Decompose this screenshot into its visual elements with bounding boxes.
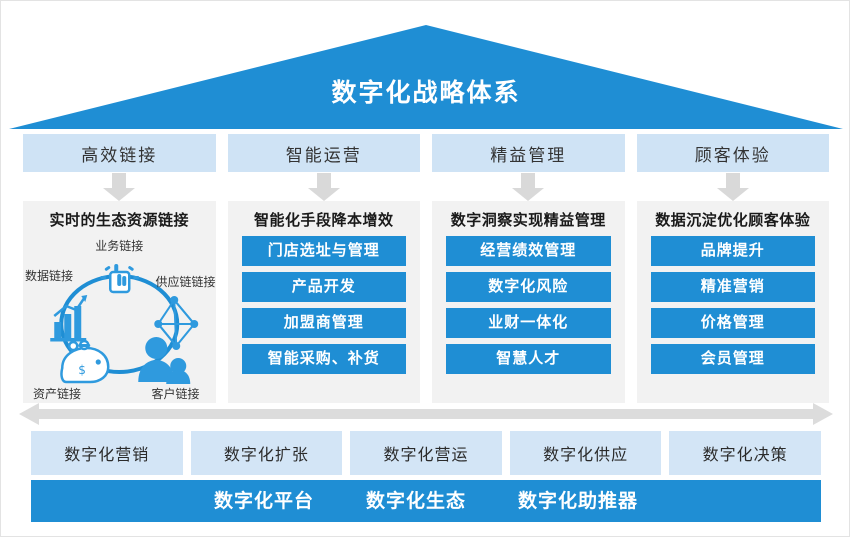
arrow-down-icon <box>716 173 749 201</box>
ecosystem-ring-graphic: $ <box>50 264 199 384</box>
pillar-header-label: 精益管理 <box>490 145 567 165</box>
capability-label: 数字化营销 <box>64 447 150 464</box>
eco-label-customer-connection: 客户链接 <box>151 387 200 401</box>
pillar-header-smart-operations[interactable]: 智能运营 <box>227 134 420 172</box>
foundation-bar: 数字化平台 数字化生态 数字化助推器 <box>31 480 821 522</box>
pillar-header-row: 高效链接 智能运营 精益管理 顾客体验 <box>23 134 829 172</box>
item-chip[interactable]: 经营绩效管理 <box>446 236 611 266</box>
arrow-cell <box>228 173 421 203</box>
double-headed-arrow <box>19 402 833 426</box>
item-chip[interactable]: 品牌提升 <box>650 236 815 266</box>
pillar-header-label: 高效链接 <box>81 145 158 165</box>
item-chip[interactable]: 智慧人才 <box>446 344 611 374</box>
hand-click-icon <box>100 264 140 294</box>
item-chip[interactable]: 智能采购、补货 <box>241 344 406 374</box>
capability-label: 数字化营运 <box>383 447 469 464</box>
capability-box-operations[interactable]: 数字化营运 <box>350 431 502 475</box>
eco-label-asset-connection: 资产链接 <box>33 387 82 401</box>
pillar-header-label: 顾客体验 <box>694 145 771 165</box>
roof-shape-icon <box>9 25 843 129</box>
item-list: 品牌提升 精准营销 价格管理 会员管理 <box>637 236 830 374</box>
capability-box-marketing[interactable]: 数字化营销 <box>31 431 183 475</box>
panel-lean-management: 数字洞察实现精益管理 经营绩效管理 数字化风险 业财一体化 智慧人才 <box>432 201 625 403</box>
panel-customer-experience: 数据沉淀优化顾客体验 品牌提升 精准营销 价格管理 会员管理 <box>636 201 830 403</box>
panel-title: 实时的生态资源链接 <box>49 212 189 229</box>
item-chip[interactable]: 会员管理 <box>650 344 815 374</box>
item-chip[interactable]: 产品开发 <box>241 272 406 302</box>
item-chip[interactable]: 价格管理 <box>650 308 815 338</box>
item-list: 经营绩效管理 数字化风险 业财一体化 智慧人才 <box>432 236 625 374</box>
panel-efficient-connection: 实时的生态资源链接 <box>23 201 216 403</box>
foundation-item-booster[interactable]: 数字化助推器 <box>518 490 639 512</box>
foundation-item-ecosystem[interactable]: 数字化生态 <box>365 490 466 512</box>
item-list: 门店选址与管理 产品开发 加盟商管理 智能采购、补货 <box>228 236 421 374</box>
panel-title: 数据沉淀优化顾客体验 <box>655 212 811 229</box>
item-chip[interactable]: 数字化风险 <box>446 272 611 302</box>
arrow-cell <box>23 173 216 203</box>
item-chip[interactable]: 加盟商管理 <box>241 308 406 338</box>
arrow-down-icon <box>307 173 340 201</box>
capability-box-expansion[interactable]: 数字化扩张 <box>190 431 343 475</box>
capability-label: 数字化供应 <box>543 447 629 464</box>
foundation-item-platform[interactable]: 数字化平台 <box>213 490 314 512</box>
roof-title: 数字化战略体系 <box>331 79 521 107</box>
capability-box-supply[interactable]: 数字化供应 <box>509 431 662 475</box>
bar-chart-growth-icon <box>50 295 88 342</box>
piggy-bank-icon: $ <box>60 339 110 384</box>
panel-smart-operations: 智能化手段降本增效 门店选址与管理 产品开发 加盟商管理 智能采购、补货 <box>227 201 421 403</box>
pillar-header-customer-experience[interactable]: 顾客体验 <box>636 134 829 172</box>
capability-label: 数字化决策 <box>702 447 788 464</box>
pillar-header-lean-management[interactable]: 精益管理 <box>432 134 625 172</box>
item-chip[interactable]: 精准营销 <box>650 272 815 302</box>
ecosystem-illustration: $ 业务链接 数据链接 供应链链接 资产链接 客户链接 <box>23 236 216 404</box>
arrow-left-right-icon <box>19 403 833 425</box>
customer-person-icon <box>138 337 191 384</box>
pillar-header-label: 智能运营 <box>285 145 362 165</box>
capability-label: 数字化扩张 <box>223 447 309 464</box>
item-chip[interactable]: 门店选址与管理 <box>241 236 406 266</box>
eco-label-business-connection: 业务链接 <box>95 239 144 253</box>
panel-row: 实时的生态资源链接 <box>23 201 829 403</box>
roof-triangle: 数字化战略体系 <box>9 25 843 129</box>
eco-label-data-connection: 数据链接 <box>25 269 74 283</box>
eco-label-supply-chain-connection: 供应链链接 <box>155 275 216 289</box>
pillar-header-efficient-connection[interactable]: 高效链接 <box>23 134 216 172</box>
item-chip[interactable]: 业财一体化 <box>446 308 611 338</box>
down-arrow-row <box>23 173 829 203</box>
network-node-dots <box>154 296 199 350</box>
arrow-down-icon <box>103 173 136 201</box>
capability-row: 数字化营销 数字化扩张 数字化营运 数字化供应 数字化决策 <box>31 431 821 475</box>
panel-title: 数字洞察实现精益管理 <box>450 212 606 229</box>
arrow-down-icon <box>512 173 545 201</box>
network-nodes-icon <box>157 298 196 348</box>
capability-box-decision[interactable]: 数字化决策 <box>669 431 821 475</box>
svg-text:$: $ <box>78 363 86 377</box>
arrow-cell <box>637 173 830 203</box>
arrow-cell <box>432 173 625 203</box>
panel-title: 智能化手段降本增效 <box>253 212 394 229</box>
